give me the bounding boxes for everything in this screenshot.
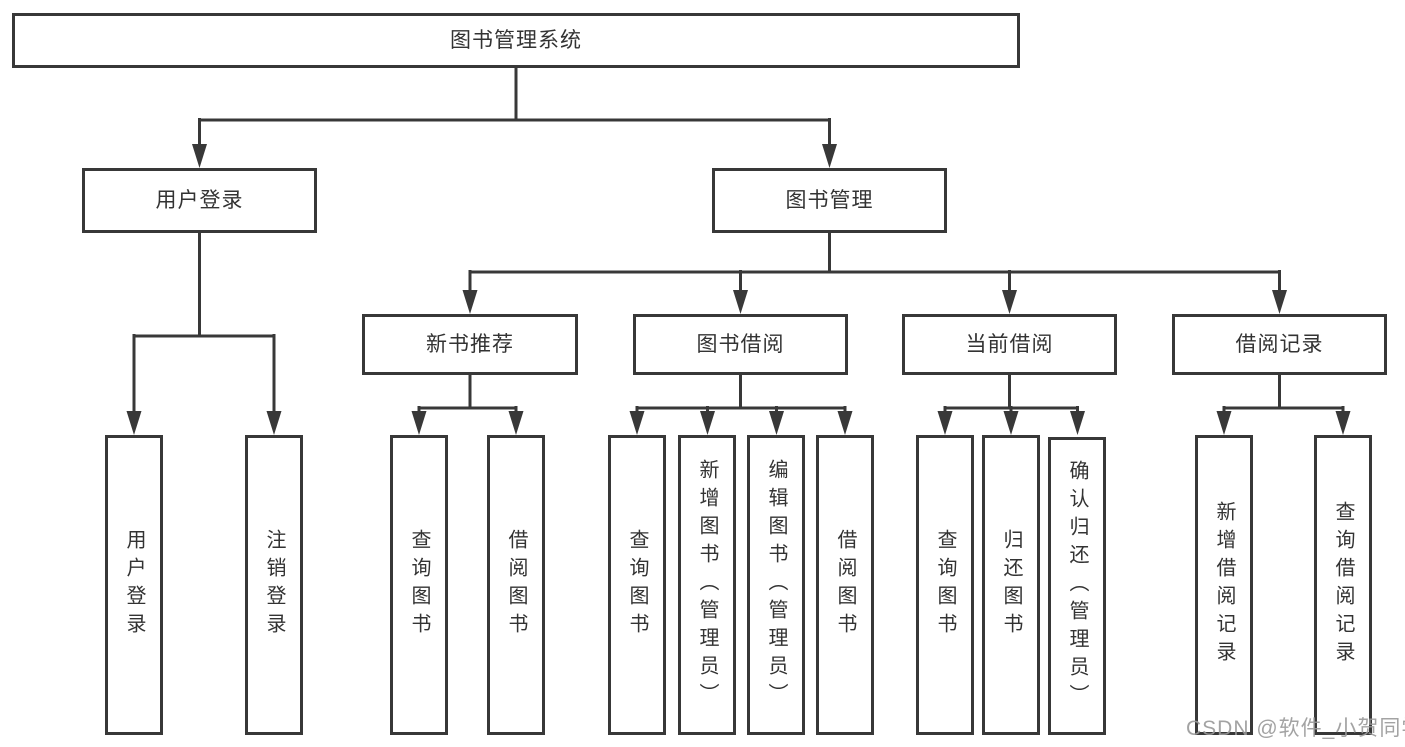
- arrow-down-icon: [1272, 290, 1287, 314]
- node-leaf-recommend-query-books-label: 查询图书: [408, 529, 430, 641]
- node-leaf-return-books-label: 归还图书: [1000, 529, 1022, 641]
- node-root-label: 图书管理系统: [450, 29, 582, 52]
- arrow-down-icon: [700, 411, 715, 435]
- arrow-down-icon: [1335, 411, 1351, 435]
- node-leaf-logout-label: 注销登录: [263, 529, 285, 641]
- node-leaf-add-borrow-record: 新增借阅记录: [1195, 435, 1253, 735]
- node-leaf-edit-book-admin: 编辑图书（管理员）: [747, 435, 805, 735]
- node-book-borrow: 图书借阅: [633, 314, 848, 375]
- arrow-down-icon: [769, 411, 784, 435]
- arrow-down-icon: [192, 144, 207, 168]
- node-leaf-borrow-query-books: 查询图书: [608, 435, 666, 735]
- node-leaf-return-books: 归还图书: [982, 435, 1040, 735]
- node-leaf-borrow-borrow-books-label: 借阅图书: [834, 529, 856, 641]
- arrow-down-icon: [822, 144, 837, 168]
- node-root: 图书管理系统: [12, 13, 1020, 68]
- node-leaf-query-borrow-record: 查询借阅记录: [1314, 435, 1372, 735]
- node-leaf-add-book-admin-label: 新增图书（管理员）: [696, 459, 718, 711]
- node-leaf-recommend-borrow-books: 借阅图书: [487, 435, 545, 735]
- node-leaf-add-borrow-record-label: 新增借阅记录: [1213, 501, 1235, 669]
- node-current-borrow-label: 当前借阅: [965, 333, 1054, 356]
- node-book-management-label: 图书管理: [785, 189, 874, 212]
- node-new-book-recommend: 新书推荐: [362, 314, 578, 375]
- arrow-down-icon: [837, 411, 853, 435]
- arrow-down-icon: [1216, 411, 1232, 435]
- node-leaf-current-query-books-label: 查询图书: [934, 529, 956, 641]
- arrow-down-icon: [462, 290, 478, 314]
- node-leaf-recommend-borrow-books-label: 借阅图书: [505, 529, 527, 641]
- node-leaf-confirm-return-admin-label: 确认归还（管理员）: [1066, 460, 1088, 712]
- node-book-borrow-label: 图书借阅: [696, 333, 785, 356]
- node-leaf-add-book-admin: 新增图书（管理员）: [678, 435, 736, 735]
- arrow-down-icon: [126, 411, 142, 435]
- node-borrow-records-label: 借阅记录: [1235, 333, 1324, 356]
- node-leaf-edit-book-admin-label: 编辑图书（管理员）: [765, 459, 787, 711]
- node-leaf-borrow-borrow-books: 借阅图书: [816, 435, 874, 735]
- arrow-down-icon: [937, 411, 953, 435]
- node-leaf-logout: 注销登录: [245, 435, 303, 735]
- csdn-watermark: CSDN @软件_小贺同学: [1186, 717, 1405, 740]
- node-new-book-recommend-label: 新书推荐: [426, 333, 514, 356]
- arrow-down-icon: [266, 411, 282, 435]
- node-leaf-recommend-query-books: 查询图书: [390, 435, 448, 735]
- arrow-down-icon: [1003, 411, 1019, 435]
- node-book-management: 图书管理: [712, 168, 947, 233]
- arrow-down-icon: [1002, 290, 1017, 314]
- node-current-borrow: 当前借阅: [902, 314, 1117, 375]
- node-leaf-user-login: 用户登录: [105, 435, 163, 735]
- node-user-login: 用户登录: [82, 168, 317, 233]
- node-leaf-query-borrow-record-label: 查询借阅记录: [1332, 501, 1354, 669]
- node-borrow-records: 借阅记录: [1172, 314, 1387, 375]
- arrow-down-icon: [733, 290, 748, 314]
- arrow-down-icon: [1070, 411, 1085, 435]
- node-user-login-label: 用户登录: [155, 189, 244, 212]
- node-leaf-current-query-books: 查询图书: [916, 435, 974, 735]
- arrow-down-icon: [629, 411, 645, 435]
- node-leaf-borrow-query-books-label: 查询图书: [626, 529, 648, 641]
- arrow-down-icon: [411, 411, 427, 435]
- node-leaf-user-login-label: 用户登录: [123, 529, 145, 641]
- arrow-down-icon: [508, 411, 524, 435]
- node-leaf-confirm-return-admin: 确认归还（管理员）: [1048, 437, 1106, 735]
